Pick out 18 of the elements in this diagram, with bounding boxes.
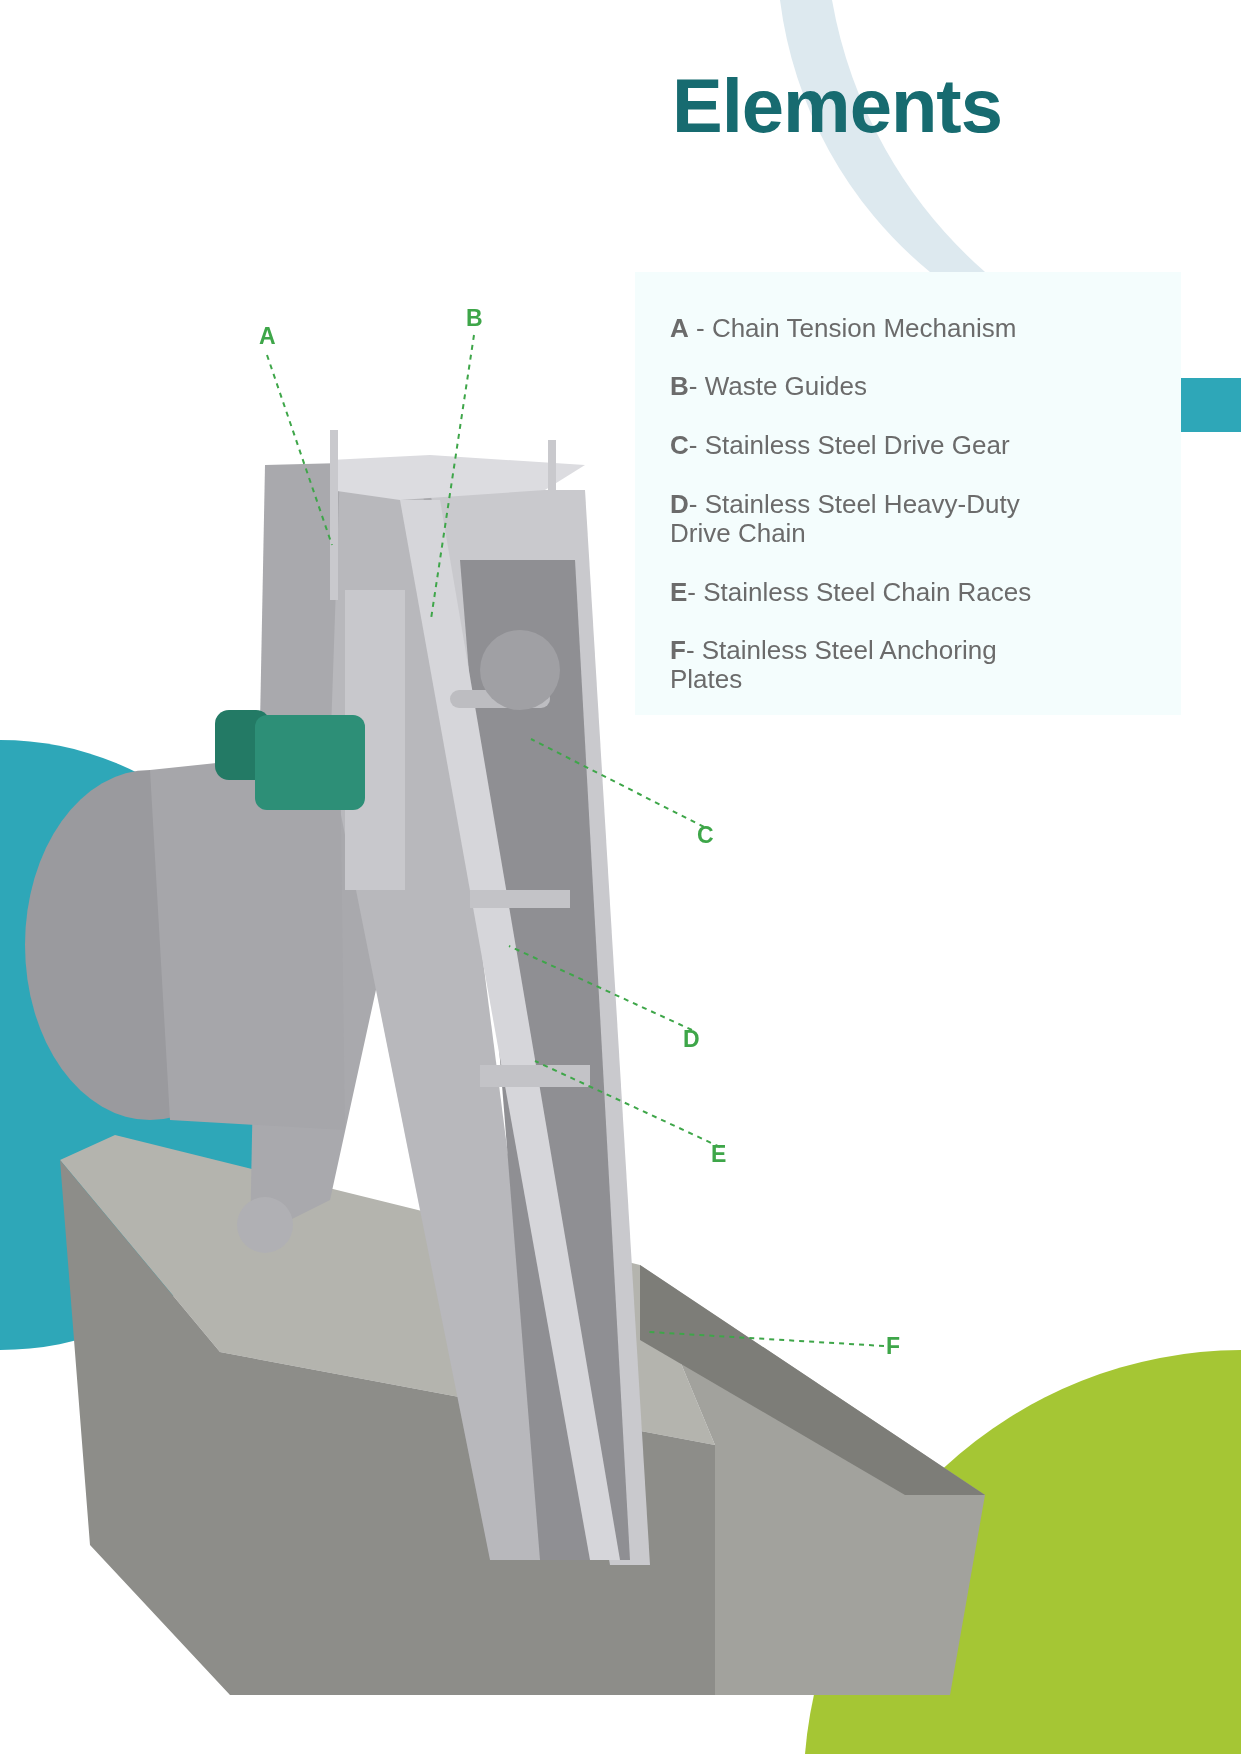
key-entry: A - Chain Tension Mechanism bbox=[670, 314, 1018, 343]
callout-letter: A bbox=[259, 323, 276, 350]
key-entry: E- Stainless Steel Chain Races bbox=[670, 578, 1033, 607]
callout-letter: C bbox=[697, 822, 714, 849]
callout-letter: E bbox=[711, 1141, 727, 1168]
leader-line bbox=[530, 738, 705, 828]
leader-line bbox=[648, 1331, 885, 1347]
key-entry: D- Stainless Steel Heavy-Duty Drive Chain bbox=[670, 490, 1021, 548]
key-entry: B- Waste Guides bbox=[670, 372, 868, 401]
leader-line bbox=[266, 354, 333, 546]
leader-line bbox=[508, 945, 693, 1031]
callout-letter: B bbox=[466, 305, 483, 332]
title: Elements bbox=[672, 62, 1002, 149]
leader-line bbox=[430, 334, 475, 620]
key-entry: C- Stainless Steel Drive Gear bbox=[670, 431, 1011, 460]
callout-letter: F bbox=[886, 1333, 901, 1360]
callout-letter: D bbox=[683, 1026, 700, 1053]
key-entry: F- Stainless Steel Anchoring Plates bbox=[670, 636, 998, 694]
